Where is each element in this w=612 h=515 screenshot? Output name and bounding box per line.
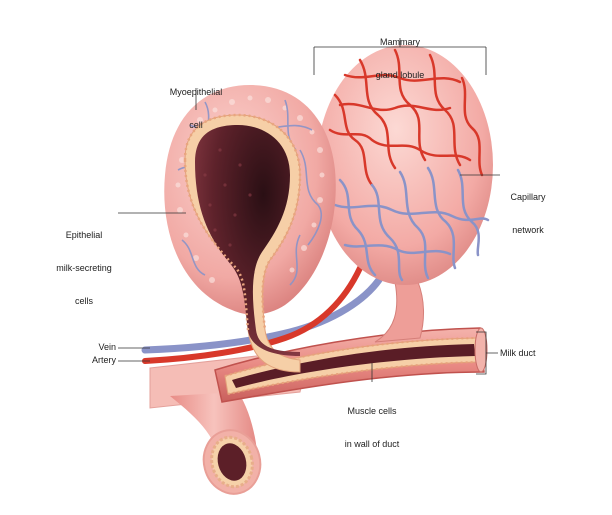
myoepithelial-label: Myoepithelial cell [169,87,223,130]
leader-lines [118,38,500,382]
blood-vessels [141,265,389,364]
mammary-lobule-label: Mammary gland lobule [375,37,425,80]
right-lobule [317,45,493,285]
epithelial-cells-label: Epithelial milk-secreting cells [56,230,112,306]
milk-duct-bracket [476,331,498,375]
myoepithelial-texture [175,95,325,283]
capillary-network-label: Capillary network [510,192,546,235]
milk-duct-label: Milk duct [500,348,536,358]
lobule-bracket [313,38,487,75]
artery-label: Artery [91,355,116,365]
capillary-arteries [328,48,484,187]
artery [142,265,363,364]
vein-label: Vein [98,342,116,352]
alveolus-lumen [195,125,300,356]
vein [141,266,389,354]
milk-duct [214,327,488,403]
muscle-cells-label: Muscle cells in wall of duct [344,406,400,449]
left-lobule [164,85,336,373]
right-lobule-stalk [374,281,424,343]
capillary-veins [333,166,490,282]
